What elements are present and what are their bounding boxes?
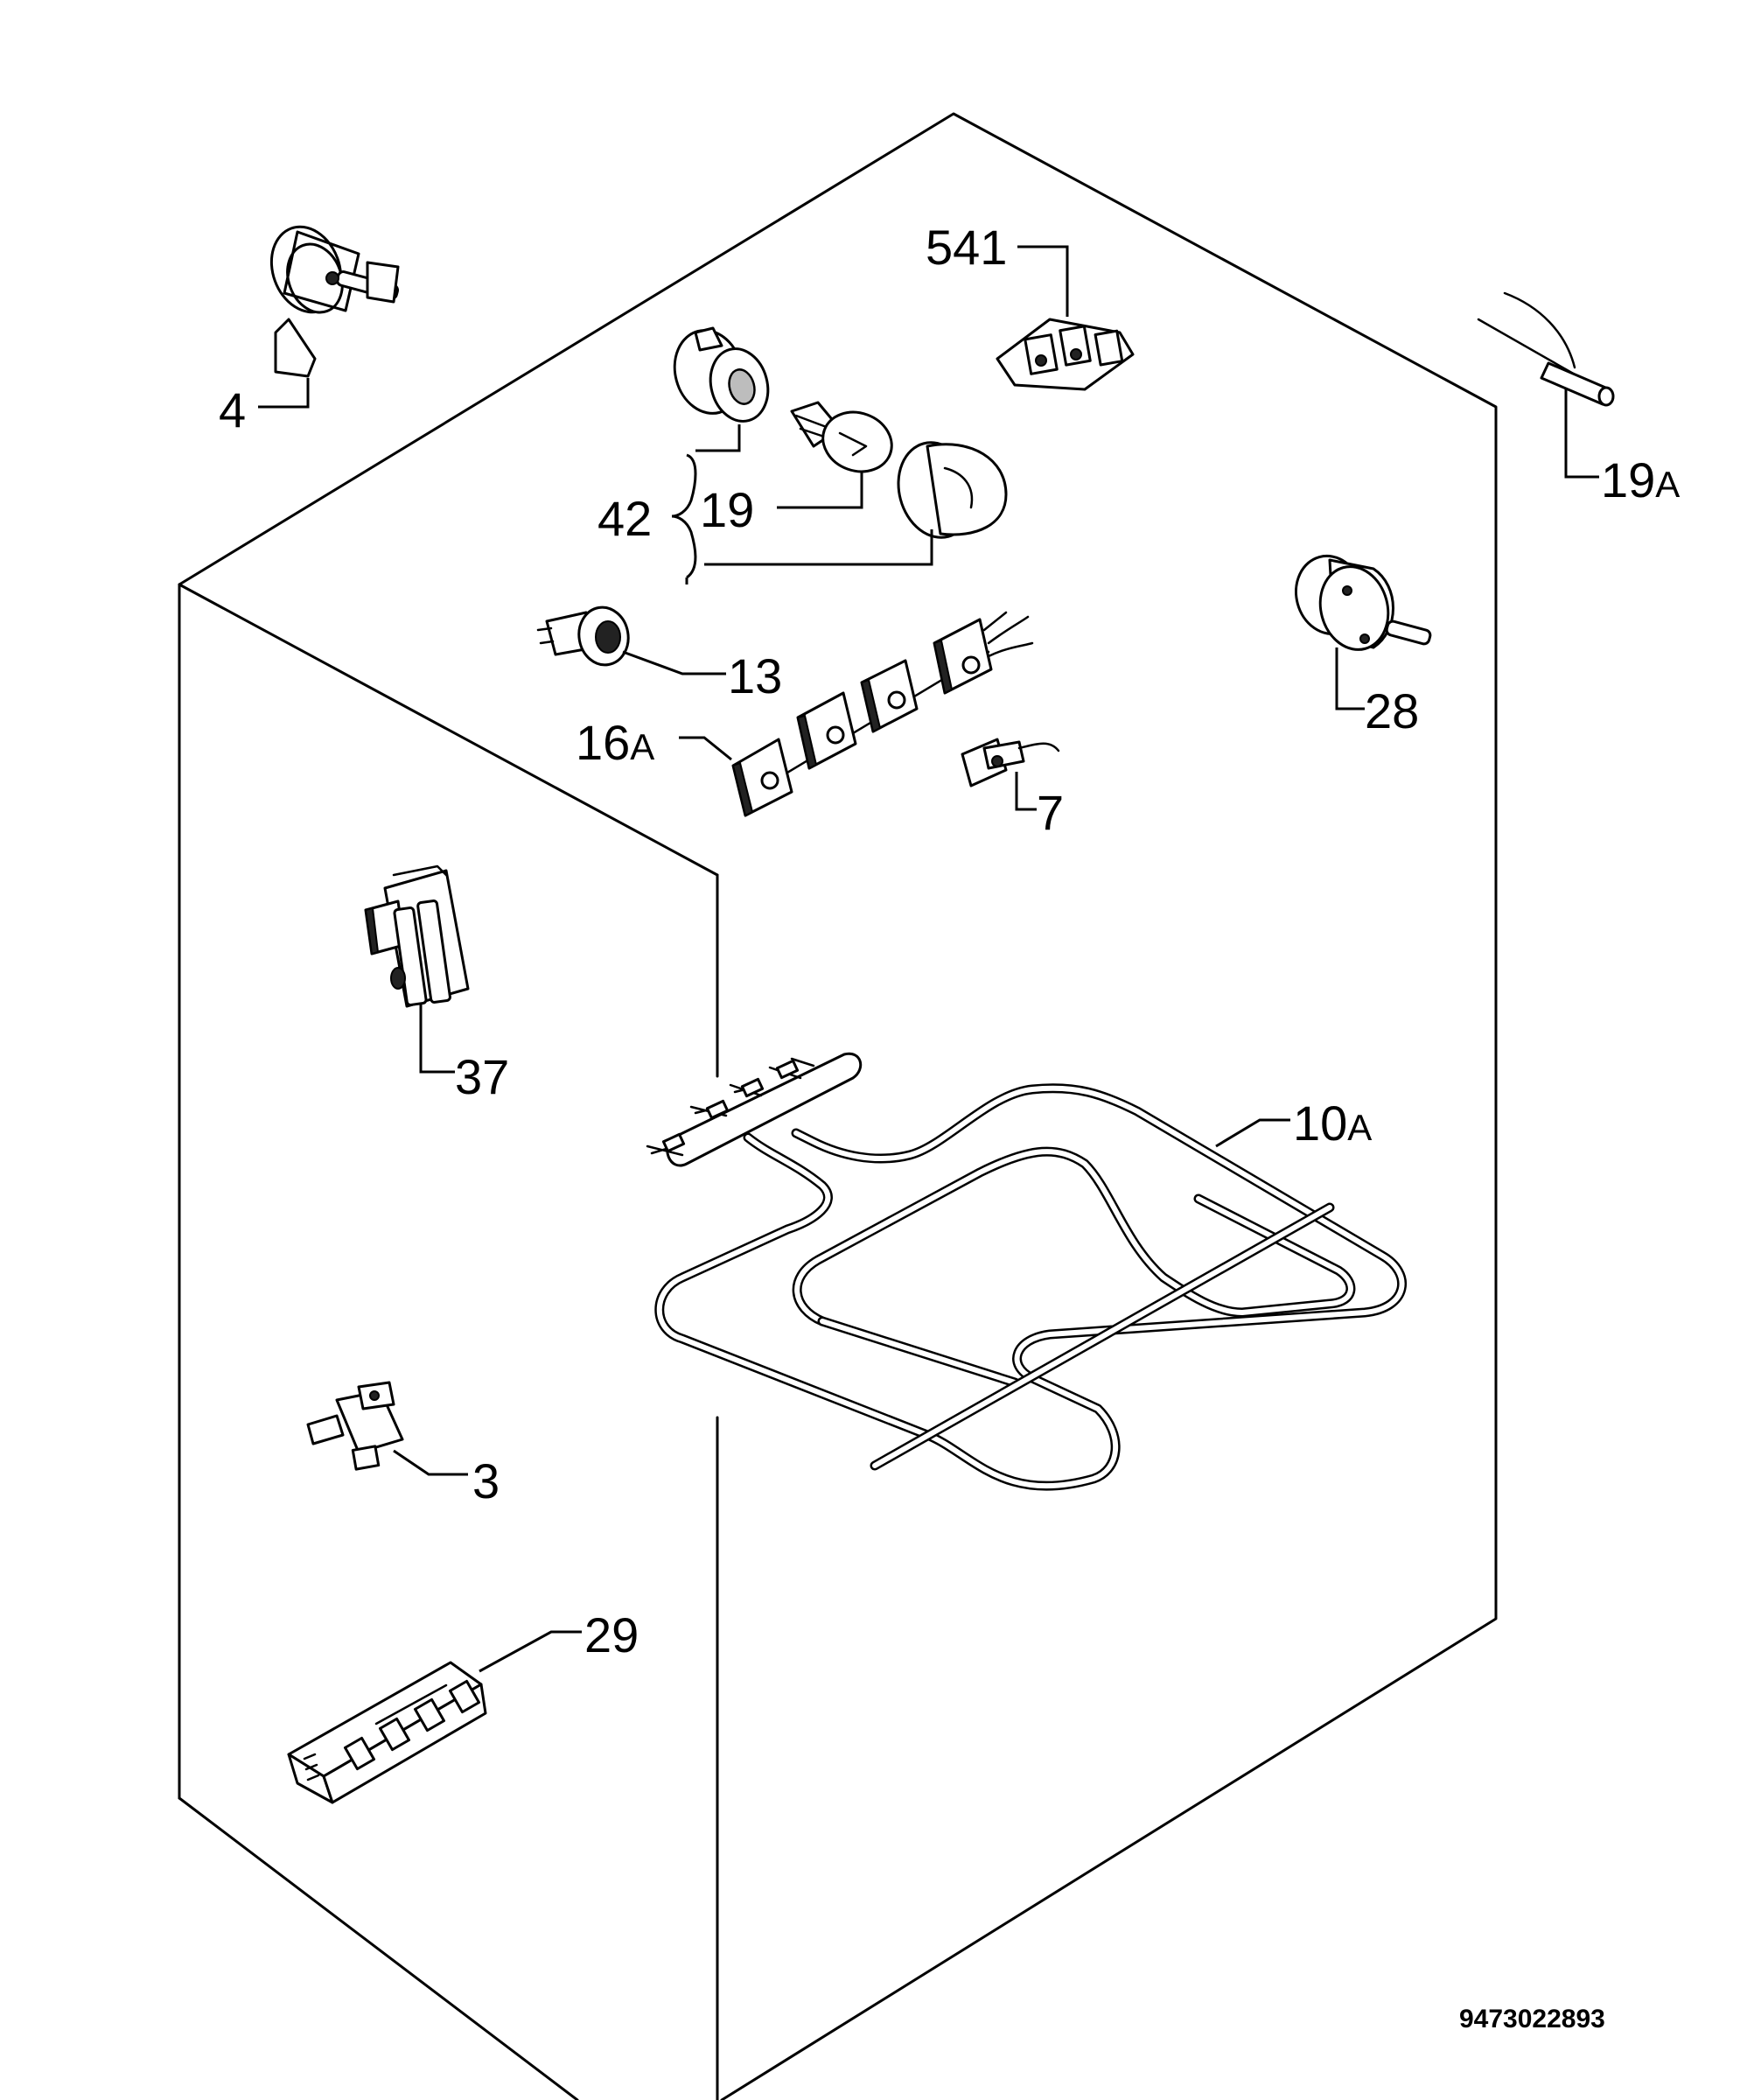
label-10a: 10A [1293,1096,1372,1151]
label-19a: 19A [1601,452,1680,508]
label-29: 29 [584,1607,639,1662]
label-19: 19 [700,482,754,537]
drawing-code: 9473022893 [1459,2005,1605,2034]
part-42-lamp-assembly[interactable]: 42 19 [597,323,1008,584]
label-37: 37 [455,1049,509,1104]
label-7: 7 [1037,785,1064,840]
label-4: 4 [219,382,246,438]
part-16a-switch-bank[interactable]: 16A [576,611,1034,817]
part-3-thermal-cutout[interactable]: 3 [306,1381,500,1508]
part-4-motor[interactable]: 4 [219,217,400,438]
label-16a: 16A [576,715,654,770]
lamp-holder [673,326,770,423]
lamp-cover [897,441,1008,539]
label-42: 42 [597,491,652,546]
part-37-relay[interactable]: 37 [364,864,509,1104]
label-13: 13 [728,648,782,704]
part-28-thermostat[interactable]: 28 [1288,549,1432,738]
cabinet-box [178,112,1498,2100]
part-19a-sensor-probe[interactable]: 19A [1477,291,1680,508]
label-541: 541 [926,220,1007,275]
part-541-terminal-block[interactable]: 541 [926,220,1135,391]
label-28: 28 [1365,683,1419,738]
label-3: 3 [472,1453,500,1508]
bulb-19 [790,401,893,473]
part-29-ignition-generator[interactable]: 29 [287,1607,639,1804]
part-7-door-switch[interactable]: 7 [961,738,1064,840]
part-10a-grill-element[interactable]: 10A [646,1052,1408,1491]
part-13-indicator-lamp[interactable]: 13 [536,604,782,704]
